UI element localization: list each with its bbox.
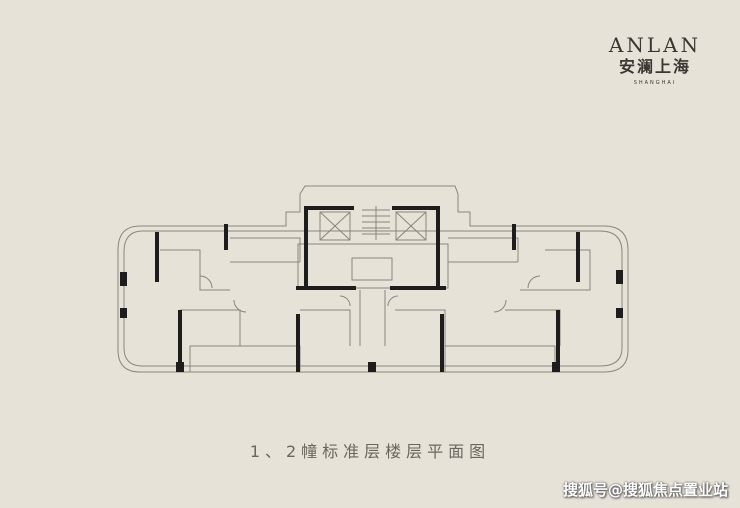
- column: [552, 362, 560, 372]
- watermark: 搜狐号@搜狐焦点置业站: [562, 481, 728, 499]
- corridor: [297, 243, 449, 289]
- wall: [304, 206, 308, 290]
- elevator-left: [319, 211, 351, 241]
- wall: [296, 286, 356, 290]
- column: [120, 272, 127, 286]
- column: [368, 362, 376, 372]
- brand-name-en: ANLAN: [608, 33, 702, 57]
- plan-caption: 1、2幢标准层楼层平面图: [249, 442, 491, 461]
- plan-inner-outline: [123, 230, 623, 367]
- column: [616, 308, 623, 318]
- wall: [576, 232, 580, 282]
- column: [176, 362, 184, 372]
- brand-city: SHANGHAI: [633, 80, 677, 86]
- elevator-right: [395, 211, 427, 241]
- wall: [512, 224, 516, 250]
- balcony-right: [444, 345, 556, 373]
- column: [616, 270, 623, 284]
- wall: [178, 310, 182, 372]
- plan-outline: [117, 185, 629, 373]
- brand-logo: ANLAN 安澜上海 SHANGHAI: [590, 34, 720, 88]
- wall: [296, 314, 300, 372]
- stair: [362, 206, 390, 240]
- column: [120, 308, 127, 318]
- brand-name-cn: 安澜上海: [618, 57, 691, 76]
- shaft: [351, 257, 393, 281]
- wall: [392, 206, 440, 210]
- balcony-left: [189, 345, 301, 373]
- wall: [556, 310, 560, 372]
- wall: [304, 206, 354, 210]
- wall: [224, 224, 228, 250]
- wall: [436, 206, 440, 290]
- wall: [440, 314, 444, 372]
- wall: [390, 286, 446, 290]
- wall: [155, 232, 159, 282]
